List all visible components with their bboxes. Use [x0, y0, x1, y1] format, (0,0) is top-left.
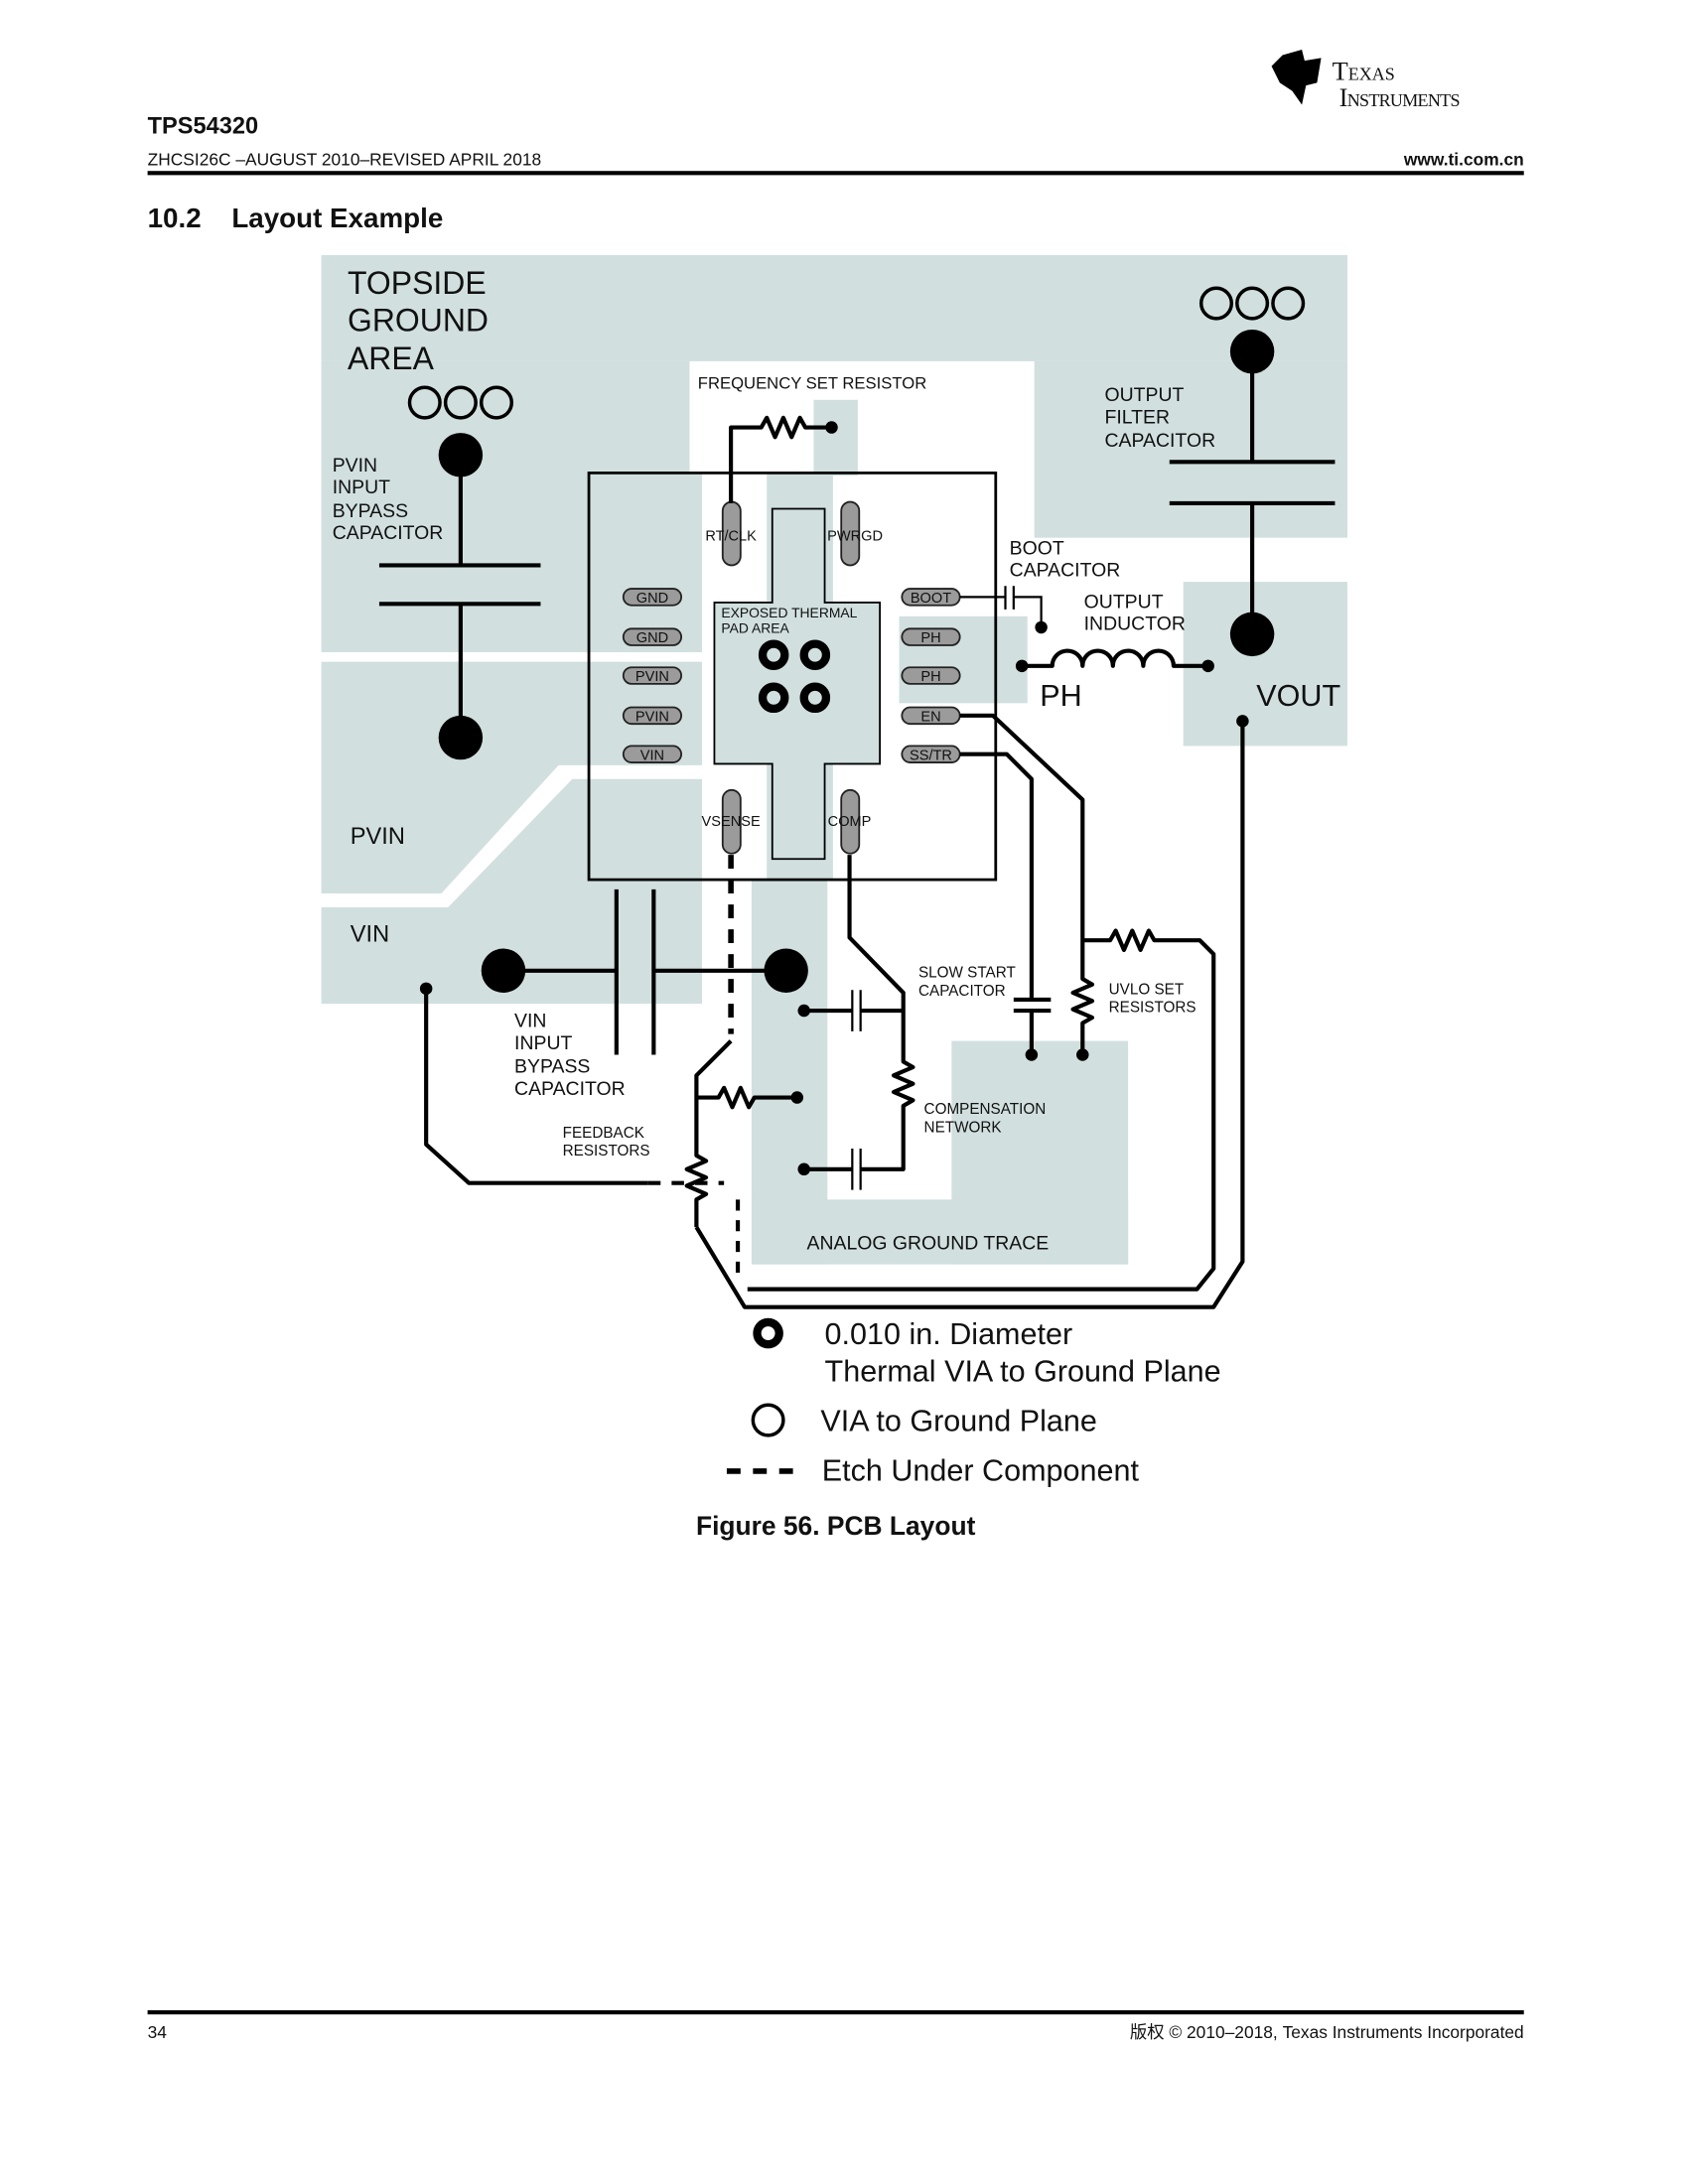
label-figure-labels-pvin_bypass-2: BYPASS [333, 500, 408, 522]
label-figure-labels-vin: VIN [351, 922, 389, 948]
copyright: 版权 © 2010–2018, Texas Instruments Incorp… [1130, 2022, 1524, 2042]
page-number: 34 [148, 2022, 168, 2042]
label-figure-pins-left-4: VIN [640, 748, 664, 763]
ti-logo: Texas Instruments [1271, 50, 1460, 112]
thermal-vias [758, 639, 831, 714]
vout-sense-trace [694, 721, 1245, 1309]
vin-bypass-capacitor [502, 888, 786, 1055]
label-figure-pins-left-0: GND [636, 591, 668, 607]
label-figure-labels-compensation-0: COMPENSATION [924, 1101, 1047, 1118]
label-figure-labels-output_filter-2: CAPACITOR [1105, 430, 1216, 452]
label-figure-pins-top-1: PWRGD [827, 528, 883, 544]
label-figure-pins-left-2: PVIN [635, 669, 669, 685]
label-figure-labels-topside-2: AREA [348, 341, 435, 376]
vin-trace [424, 988, 648, 1185]
legend: 0.010 in. Diameter Thermal VIA to Ground… [726, 1317, 1221, 1488]
label-figure-labels-pvin: PVIN [351, 824, 405, 850]
label-figure-legend-etch: Etch Under Component [822, 1454, 1140, 1488]
label-figure-pins-top-0: RT/CLK [705, 528, 757, 544]
label-figure-labels-thermal_pad-1: PAD AREA [721, 620, 789, 636]
feedback-resistors [684, 1039, 797, 1228]
label-figure-labels-pvin_bypass-1: INPUT [333, 477, 390, 498]
label-figure-pins-bottom-0: VSENSE [702, 814, 761, 830]
label-figure-pins-right-3: EN [920, 709, 940, 725]
label-figure-labels-slow_start-1: CAPACITOR [918, 983, 1006, 1000]
label-figure-pins-right-4: SS/TR [910, 748, 952, 763]
label-figure-labels-feedback-1: RESISTORS [563, 1143, 650, 1160]
website-link[interactable]: www.ti.com.cn [1403, 150, 1524, 170]
uvlo-top-resistor [747, 928, 1216, 1292]
label-header-logo-line1: Texas [1333, 57, 1395, 86]
pvin-bypass-capacitor [378, 455, 541, 739]
label-figure-pins-left-1: GND [636, 630, 668, 646]
label-figure-labels-topside-1: GROUND [348, 302, 489, 338]
label-figure-labels-feedback-0: FEEDBACK [563, 1125, 645, 1142]
label-figure-labels-output_inductor-0: OUTPUT [1084, 592, 1164, 614]
label-figure-labels-pvin_bypass-3: CAPACITOR [333, 522, 444, 544]
label-figure-labels-pvin_bypass-0: PVIN [333, 455, 377, 477]
section-title: Layout Example [231, 203, 443, 233]
footer-rule [147, 2010, 1524, 2015]
compensation-network [803, 855, 915, 1171]
frequency-set-resistor [729, 415, 832, 503]
label-figure-labels-vin_bypass-2: BYPASS [514, 1056, 590, 1078]
label-figure-labels-boot_cap-0: BOOT [1010, 537, 1064, 559]
label-header-logo-line2: Instruments [1339, 82, 1460, 112]
label-figure-labels-vin_bypass-1: INPUT [514, 1032, 572, 1054]
label-figure-legend-via: VIA to Ground Plane [820, 1405, 1097, 1438]
label-figure-labels-vout: VOUT [1256, 679, 1340, 713]
label-figure-labels-boot_cap-1: CAPACITOR [1010, 560, 1121, 582]
left-pins: GND GND PVIN PVIN VIN [622, 588, 683, 763]
thermal-pad [713, 507, 882, 861]
header-rule [147, 171, 1524, 176]
label-figure-labels-analog_ground: ANALOG GROUND TRACE [807, 1232, 1050, 1254]
label-figure-labels-thermal_pad-0: EXPOSED THERMAL [721, 605, 857, 620]
label-figure-pins-right-1: PH [920, 630, 940, 646]
label-figure-pins-left-3: PVIN [635, 709, 669, 725]
boot-capacitor [959, 586, 1043, 627]
label-figure-labels-vin_bypass-0: VIN [514, 1011, 546, 1032]
label-figure-legend-thermal_via-1: Thermal VIA to Ground Plane [825, 1355, 1221, 1389]
output-filter-capacitor [1169, 351, 1336, 634]
label-figure-labels-freq_set: FREQUENCY SET RESISTOR [698, 374, 926, 393]
section-number: 10.2 [148, 203, 202, 233]
pcb-layout-figure: EXPOSED THERMAL PAD AREA GND GND PVIN PV… [321, 254, 1347, 1541]
figure-caption: Figure 56. PCB Layout [696, 1511, 976, 1541]
top-bottom-pins: RT/CLK PWRGD VSENSE COMP [702, 500, 883, 855]
label-figure-labels-output_filter-0: OUTPUT [1105, 384, 1185, 406]
label-figure-labels-output_filter-1: FILTER [1105, 406, 1171, 428]
label-figure-legend-thermal_via-0: 0.010 in. Diameter [825, 1317, 1073, 1351]
output-inductor [1022, 648, 1208, 668]
label-figure-pins-bottom-1: COMP [828, 814, 872, 830]
doc-id: ZHCSI26C –AUGUST 2010–REVISED APRIL 2018 [148, 150, 542, 170]
en-trace [959, 713, 1095, 1055]
ic-outline [587, 472, 998, 882]
label-figure-labels-uvlo-1: RESISTORS [1109, 999, 1196, 1016]
slow-start-trace [959, 751, 1052, 1055]
label-figure-labels-compensation-1: NETWORK [924, 1119, 1003, 1136]
label-figure-labels-topside-0: TOPSIDE [348, 265, 487, 301]
label-figure-labels-ph: PH [1040, 679, 1081, 713]
ground-vias [407, 286, 1306, 420]
part-number: TPS54320 [148, 114, 259, 140]
label-figure-pins-right-2: PH [920, 669, 940, 685]
label-figure-labels-uvlo-0: UVLO SET [1109, 981, 1185, 998]
via-icon [751, 1403, 785, 1437]
label-figure-labels-vin_bypass-3: CAPACITOR [514, 1078, 626, 1100]
label-figure-labels-output_inductor-1: INDUCTOR [1084, 614, 1186, 635]
right-pins: BOOT PH PH EN SS/TR [901, 588, 961, 763]
label-figure-pins-right-0: BOOT [911, 591, 951, 607]
thermal-via-icon [753, 1317, 783, 1349]
label-figure-labels-slow_start-0: SLOW START [918, 965, 1016, 982]
copper-areas [321, 254, 1347, 1265]
